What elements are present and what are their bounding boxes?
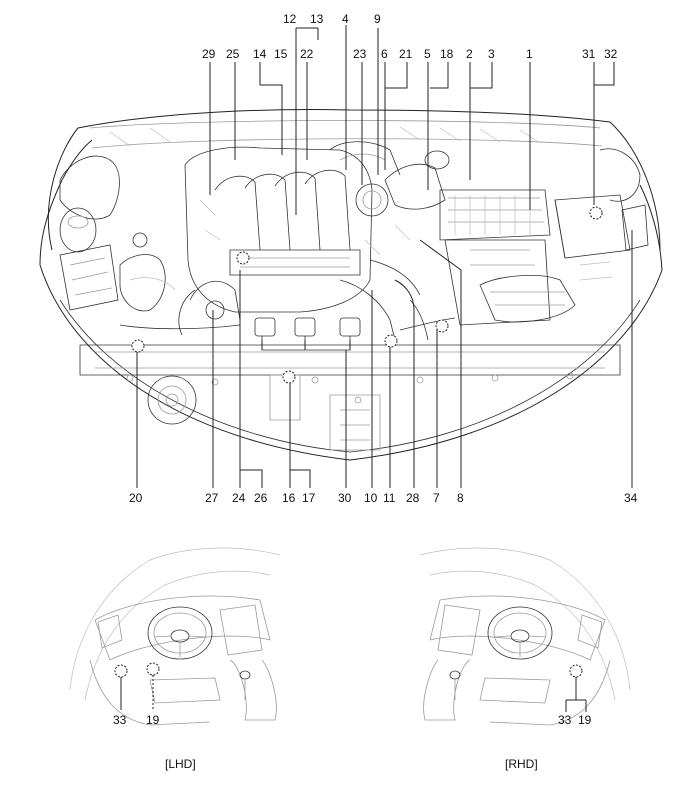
callout-23: 23 [353,47,367,61]
callout-10: 10 [364,491,378,505]
callout-11: 11 [383,491,396,505]
leader-lines-bottom [136,230,633,488]
cabin-callout-33-lhd: 33 [113,713,127,727]
callout-16: 16 [282,491,296,505]
callout-9: 9 [374,12,381,26]
callout-6: 6 [381,47,388,61]
callout-8: 8 [457,491,464,505]
callout-31: 31 [582,47,596,61]
lhd-cabin-drawing [69,547,281,726]
callout-30: 30 [338,491,352,505]
callout-14: 14 [253,47,267,61]
callout-5: 5 [424,47,431,61]
callout-28: 28 [406,491,420,505]
callout-20: 20 [129,491,143,505]
reference-markers [131,206,603,384]
callout-26: 26 [254,491,268,505]
callout-34: 34 [624,491,638,505]
callout-1: 1 [526,47,533,61]
callout-22: 22 [300,47,314,61]
caption-rhd: [RHD] [505,757,538,771]
caption-lhd: [LHD] [165,757,196,771]
callout-2: 2 [466,47,473,61]
callout-labels-top: 12 13 29 25 14 15 22 4 9 23 6 21 5 18 2 … [202,12,618,61]
callout-18: 18 [440,47,454,61]
callout-15: 15 [274,47,288,61]
rhd-cabin-drawing [419,547,631,726]
callout-17: 17 [302,491,316,505]
callout-7: 7 [433,491,440,505]
callout-3: 3 [488,47,495,61]
callout-27: 27 [205,491,219,505]
cabin-callout-33-rhd: 33 [558,713,572,727]
callout-12: 12 [283,12,297,26]
callout-24: 24 [232,491,246,505]
engine-bay-drawing [39,109,663,461]
cabin-labels: 33 19 33 19 [113,713,592,727]
callout-29: 29 [202,47,216,61]
leader-lines-top [209,25,615,215]
callout-13: 13 [310,12,324,26]
cabin-callout-19-rhd: 19 [578,713,592,727]
cabin-callout-19-lhd: 19 [146,713,160,727]
callout-32: 32 [604,47,618,61]
callout-labels-bottom: 20 27 24 26 16 17 30 10 11 28 7 8 34 [129,491,638,505]
callout-4: 4 [342,12,349,26]
callout-21: 21 [399,47,413,61]
callout-25: 25 [226,47,240,61]
